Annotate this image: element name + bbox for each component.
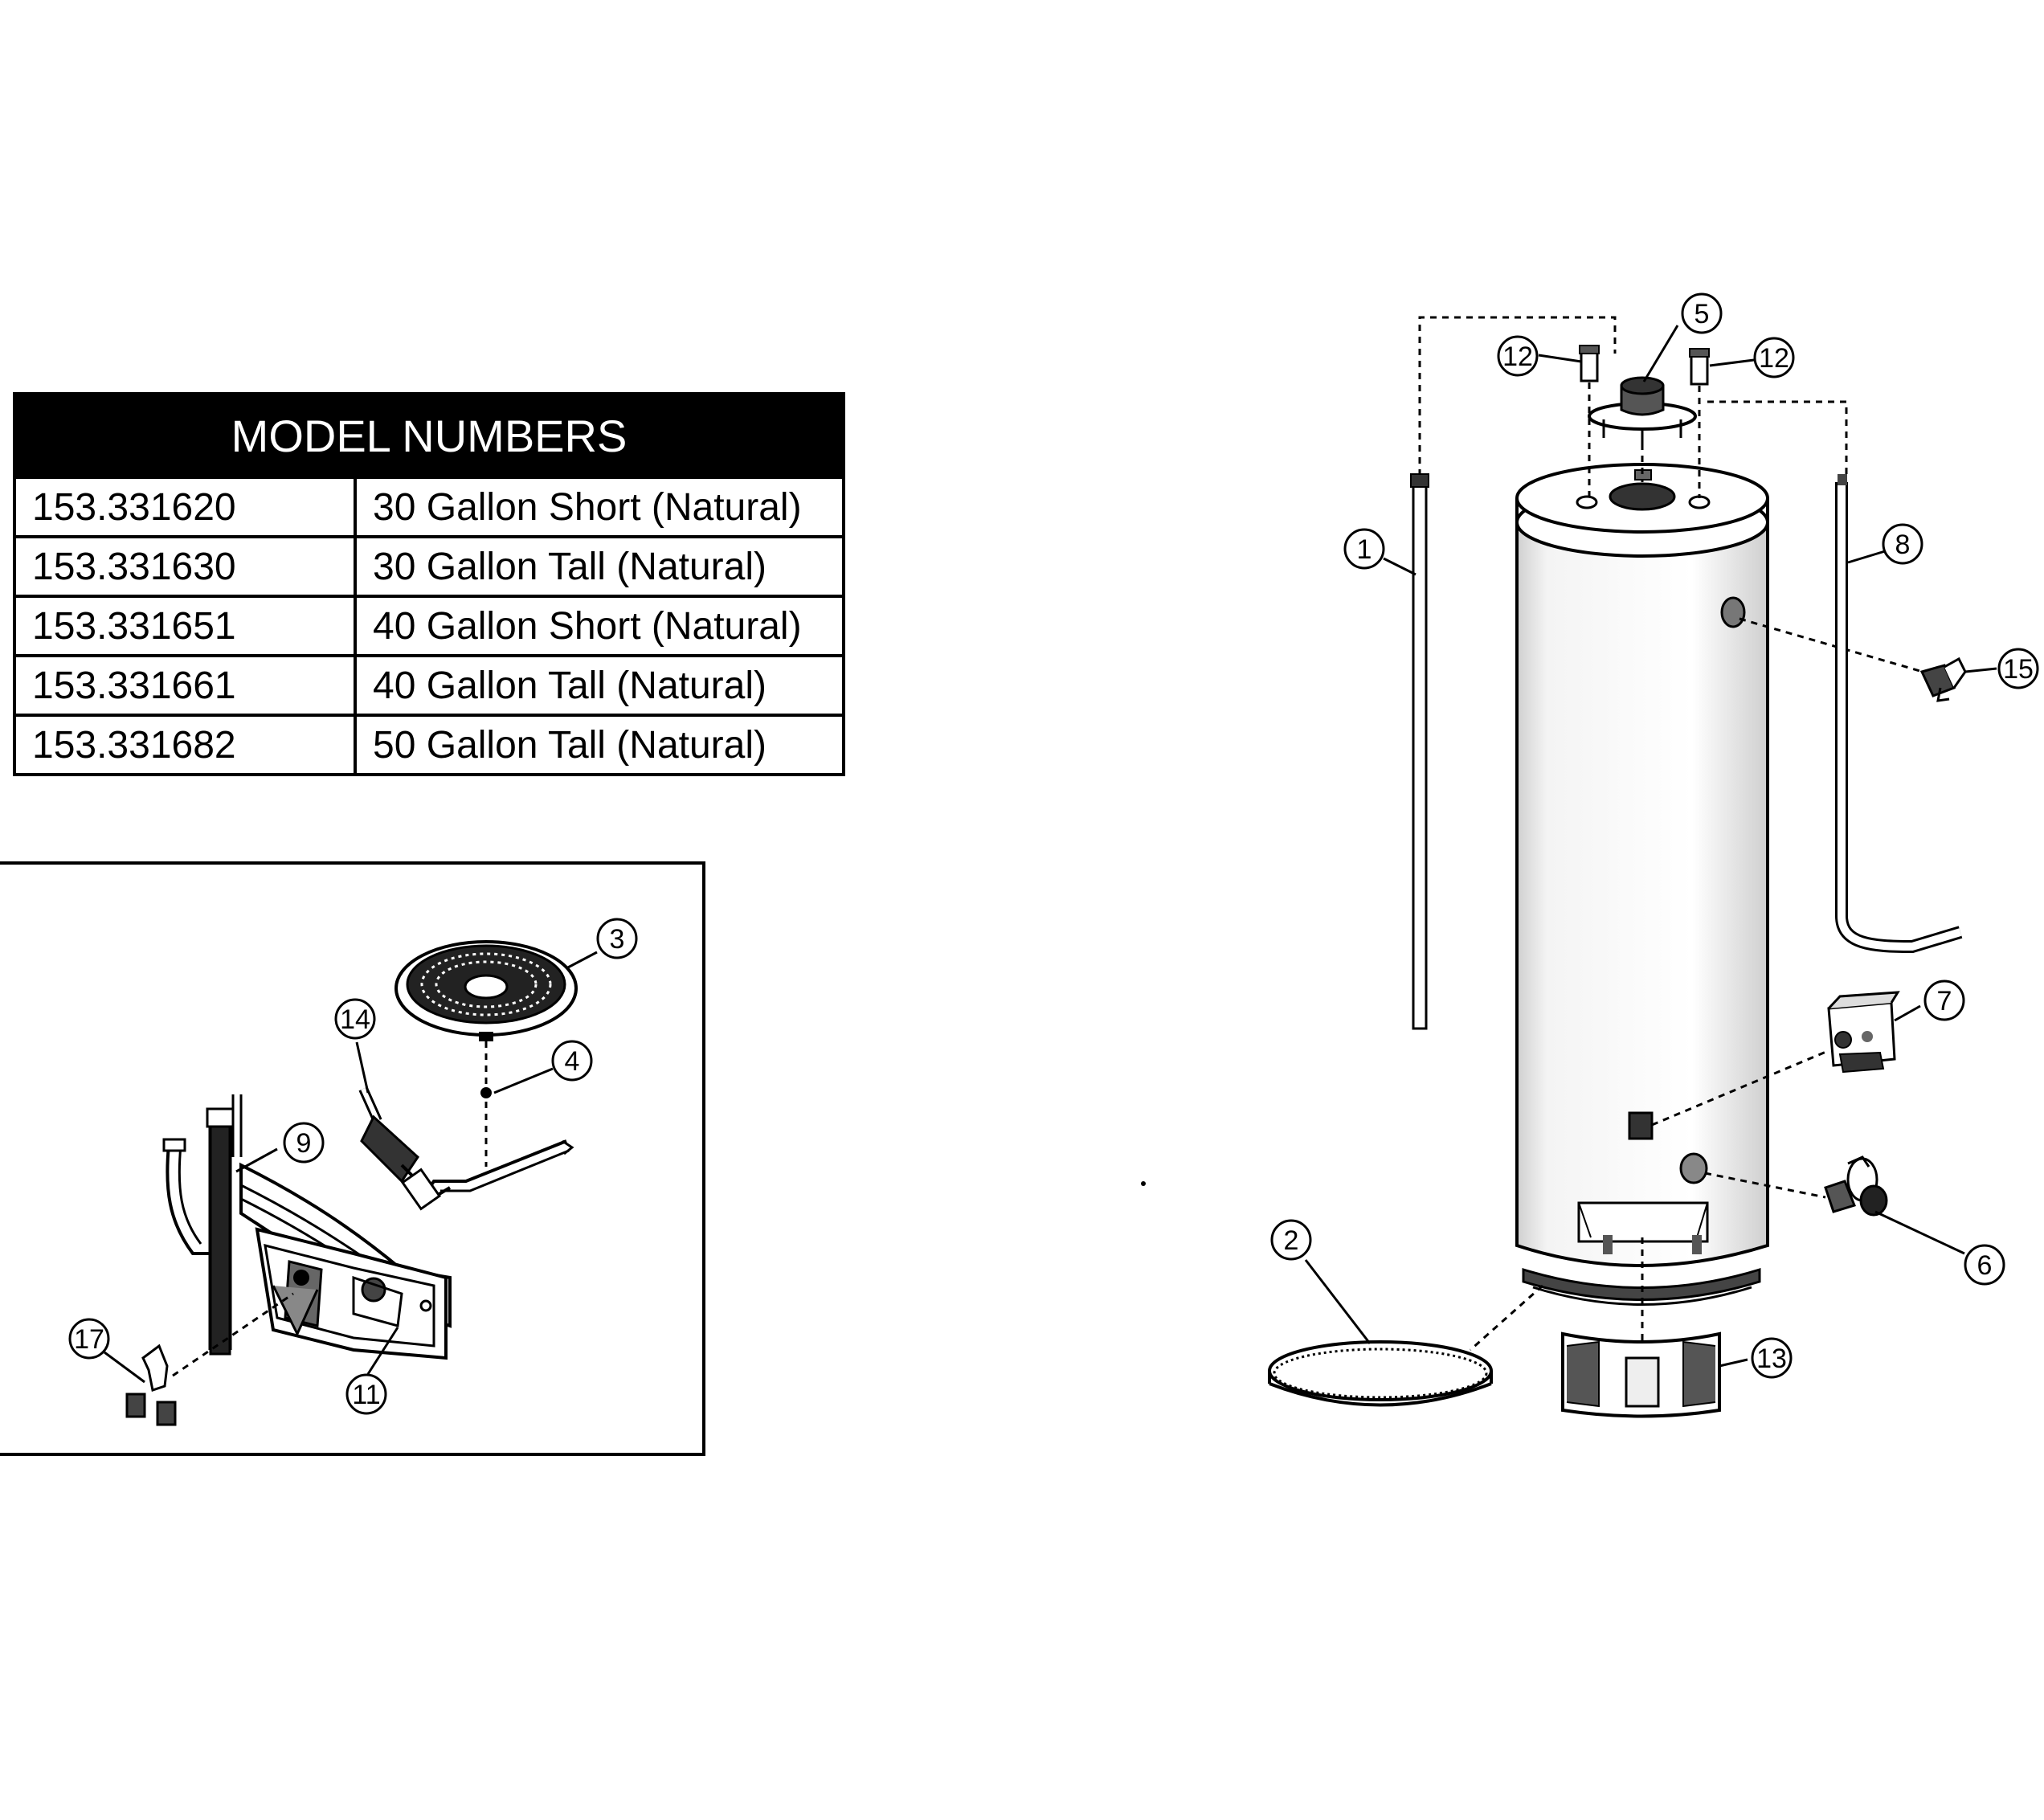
water-heater-tank xyxy=(1515,463,1769,1306)
callout-17: 17 xyxy=(68,1318,110,1360)
model-description-cell: 40 Gallon Tall (Natural) xyxy=(354,654,845,717)
callout-2: 2 xyxy=(1270,1219,1312,1261)
callout-15: 15 xyxy=(1997,648,2039,689)
callout-label: 9 xyxy=(296,1128,312,1159)
tank-leader-lines xyxy=(1418,316,1929,1398)
gas-control-part xyxy=(1827,991,1900,1074)
callout-label: 12 xyxy=(1759,343,1789,374)
relief-valve-part xyxy=(1919,656,1967,702)
orifice-part xyxy=(480,1087,492,1098)
heat-trap-nipple-left xyxy=(1579,345,1600,382)
callout-label: 15 xyxy=(2003,654,2034,685)
drain-valve-port xyxy=(1679,1152,1708,1184)
callout-label: 4 xyxy=(565,1046,580,1077)
callout-label: 8 xyxy=(1895,530,1911,560)
flue-baffle-part xyxy=(1588,376,1697,444)
table-row: 153.331661 40 Gallon Tall (Natural) xyxy=(13,654,845,717)
model-number-cell: 153.331661 xyxy=(13,654,357,717)
table-title: MODEL NUMBERS xyxy=(14,394,844,477)
inset-frame xyxy=(0,861,705,1456)
anode-rod-part xyxy=(1410,473,1429,1030)
model-description-cell: 30 Gallon Tall (Natural) xyxy=(354,535,845,598)
callout-12-left: 12 xyxy=(1497,335,1539,377)
callout-label: 6 xyxy=(1977,1250,1993,1281)
callout-label: 13 xyxy=(1756,1344,1787,1374)
table-row: 153.331682 50 Gallon Tall (Natural) xyxy=(13,714,845,776)
callout-label: 14 xyxy=(340,1004,370,1035)
callout-11: 11 xyxy=(345,1373,387,1415)
callout-1: 1 xyxy=(1343,528,1385,570)
callout-3: 3 xyxy=(596,918,638,959)
table-row: 153.331620 30 Gallon Short (Natural) xyxy=(13,476,845,538)
igniter-part xyxy=(358,1086,452,1211)
callout-4: 4 xyxy=(551,1040,593,1082)
callout-label: 2 xyxy=(1284,1225,1299,1256)
callout-6: 6 xyxy=(1964,1244,2005,1286)
callout-14: 14 xyxy=(334,998,376,1040)
leader-dashed xyxy=(172,1292,294,1377)
callout-9: 9 xyxy=(283,1122,325,1164)
model-number-cell: 153.331630 xyxy=(13,535,357,598)
callout-7: 7 xyxy=(1923,980,1965,1021)
model-description-cell: 30 Gallon Short (Natural) xyxy=(354,476,845,538)
callout-label: 7 xyxy=(1937,986,1952,1016)
table-row: 153.331630 30 Gallon Tall (Natural) xyxy=(13,535,845,598)
door-clip-part xyxy=(125,1344,177,1426)
burner-assembly-inset xyxy=(0,861,705,1456)
callout-label: 1 xyxy=(1357,534,1372,565)
model-number-cell: 153.331651 xyxy=(13,595,357,657)
callout-8: 8 xyxy=(1882,523,1923,565)
jacket-band-part xyxy=(1268,1340,1493,1407)
table-row: 153.331651 40 Gallon Short (Natural) xyxy=(13,595,845,657)
callout-label: 5 xyxy=(1694,299,1710,329)
model-description-cell: 40 Gallon Short (Natural) xyxy=(354,595,845,657)
callout-label: 11 xyxy=(352,1380,380,1410)
tank-base xyxy=(1522,1267,1761,1301)
model-number-cell: 153.331682 xyxy=(13,714,357,776)
callout-13: 13 xyxy=(1751,1337,1793,1379)
dip-tube-part xyxy=(1835,474,1963,954)
callout-label: 12 xyxy=(1502,342,1533,372)
model-numbers-table: MODEL NUMBERS 153.331620 30 Gallon Short… xyxy=(13,392,845,776)
callout-12-right: 12 xyxy=(1753,337,1795,378)
gas-control-port xyxy=(1628,1111,1654,1140)
relief-valve-port xyxy=(1720,596,1746,628)
callout-label: 3 xyxy=(610,924,625,955)
table-header-row: MODEL NUMBERS xyxy=(14,394,844,477)
heat-trap-nipple-right xyxy=(1689,348,1710,386)
callout-leaders xyxy=(104,325,1997,1384)
callout-label: 17 xyxy=(74,1324,104,1355)
model-description-cell: 50 Gallon Tall (Natural) xyxy=(354,714,845,776)
drain-valve-part xyxy=(1824,1155,1888,1217)
callout-5: 5 xyxy=(1681,292,1723,334)
stray-mark xyxy=(1141,1181,1146,1186)
pilot-tube xyxy=(209,1111,231,1356)
base-pan-part xyxy=(1561,1331,1721,1418)
burner-part xyxy=(394,940,578,1041)
tank-body xyxy=(1515,521,1769,1267)
model-number-cell: 153.331620 xyxy=(13,476,357,538)
